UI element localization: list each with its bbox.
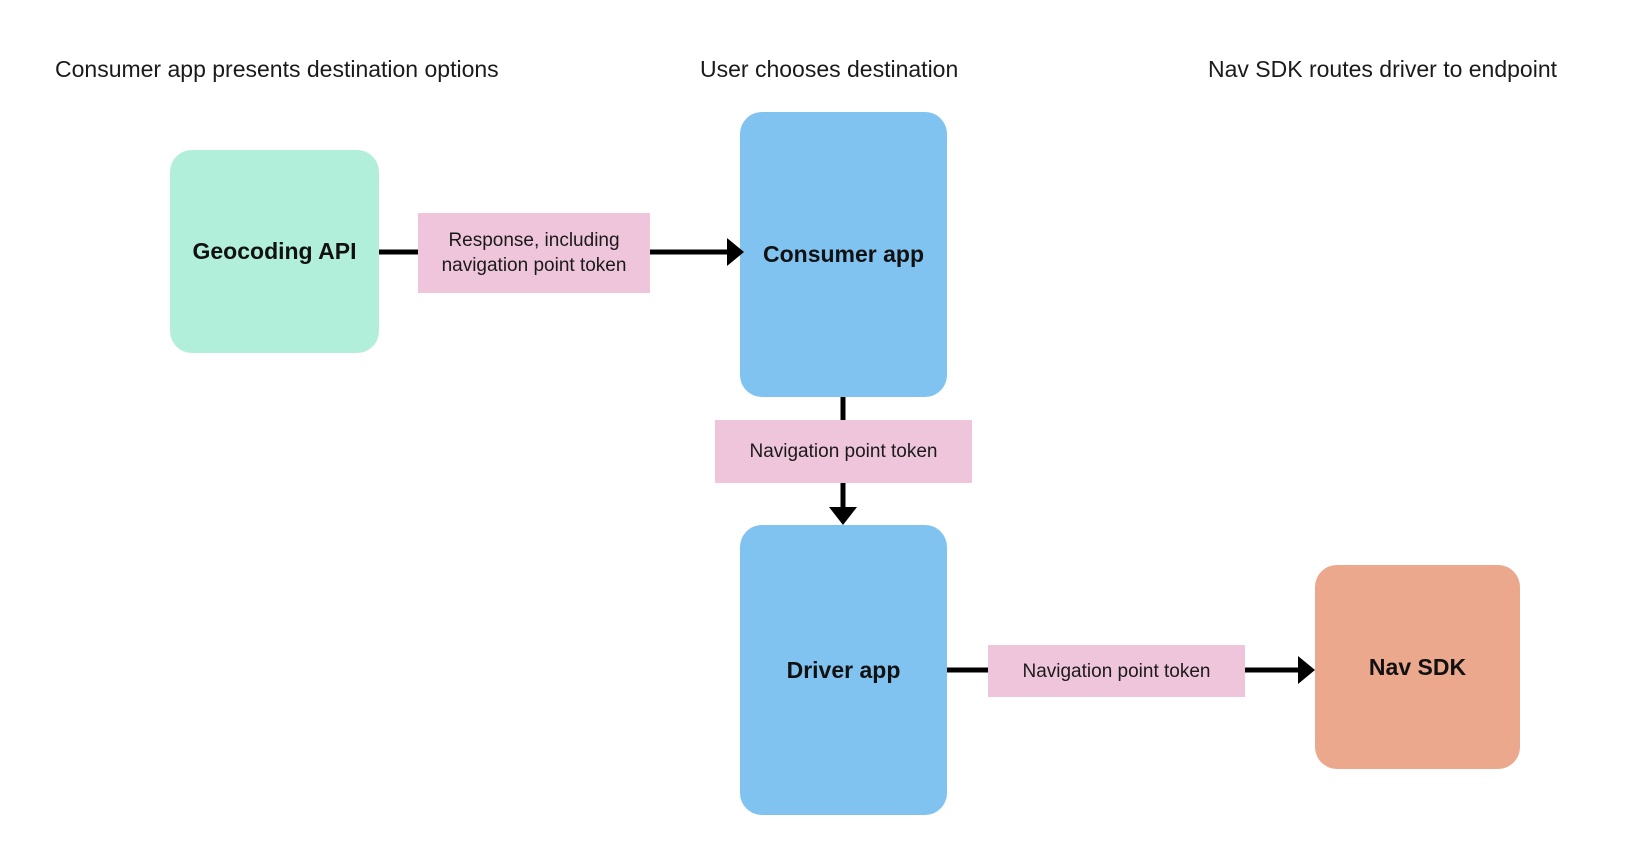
edge-label-text: Navigation point token <box>1022 660 1211 682</box>
edge-label-text: Response, including navigation point tok… <box>441 230 627 276</box>
edge-label-navigation-point-token-horizontal: Navigation point token <box>988 645 1245 697</box>
column-header-user-chooses: User chooses destination <box>700 56 959 82</box>
edge-label-response-navigation-point-token: Response, including navigation point tok… <box>418 213 650 293</box>
node-geocoding-api[interactable]: Geocoding API <box>170 150 379 353</box>
column-header-nav-sdk-routes: Nav SDK routes driver to endpoint <box>1208 56 1558 82</box>
node-consumer-app[interactable]: Consumer app <box>740 112 947 397</box>
node-nav-sdk[interactable]: Nav SDK <box>1315 565 1520 769</box>
column-header-consumer-app: Consumer app presents destination option… <box>55 56 499 82</box>
edge-label-navigation-point-token-vertical: Navigation point token <box>715 420 972 483</box>
node-driver-app[interactable]: Driver app <box>740 525 947 815</box>
edge-label-text: Navigation point token <box>749 441 938 462</box>
